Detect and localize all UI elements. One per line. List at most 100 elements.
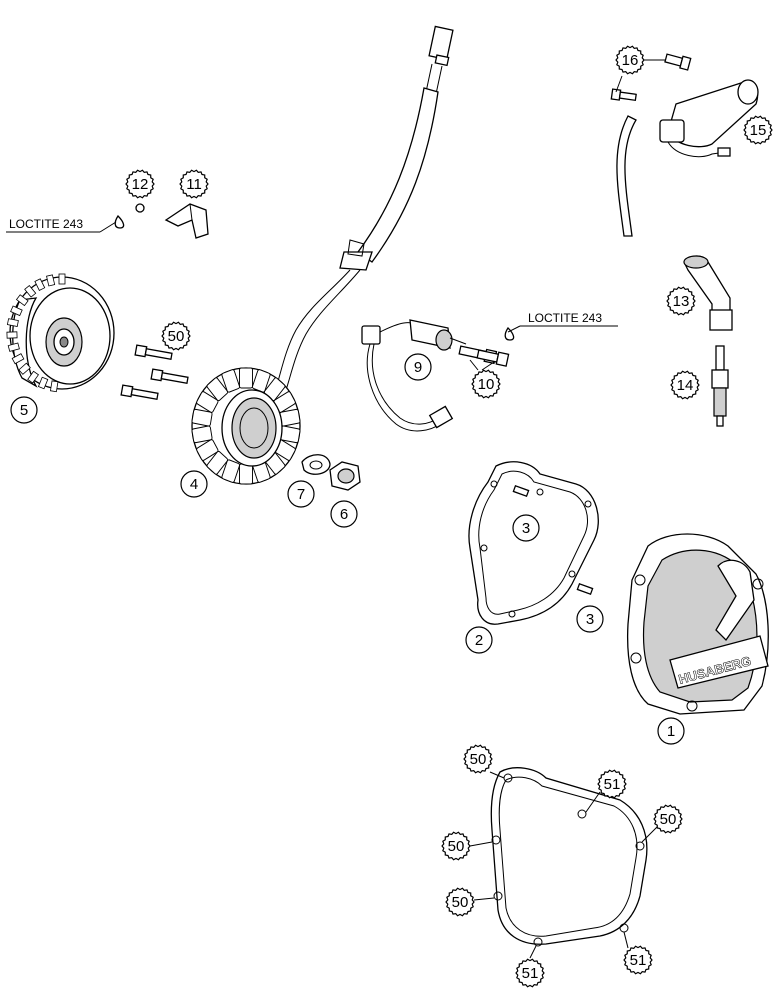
svg-text:51: 51 [522,965,539,982]
ignition-coil [616,79,759,237]
callout-10: 10 [471,369,501,399]
stator-pole [239,367,253,389]
flywheel-tooth [46,274,56,287]
stator-pole [206,450,228,475]
svg-text:50: 50 [452,894,469,911]
callout-51-c: 51 [623,945,653,975]
loctite-drop-2 [504,326,515,341]
flywheel-tooth [6,318,19,327]
callout-11: 11 [179,169,209,199]
stator-cover-gasket [468,461,599,625]
svg-text:9: 9 [414,359,422,376]
stator-pole [191,425,213,444]
flywheel-tooth [6,331,18,339]
svg-text:14: 14 [677,377,694,394]
svg-text:13: 13 [673,293,690,310]
svg-text:7: 7 [297,486,305,503]
callout-3-a: 3 [512,514,540,542]
flywheel-rotor [6,273,115,393]
svg-text:5: 5 [20,402,28,419]
callout-15: 15 [743,115,773,145]
svg-text:15: 15 [750,122,767,139]
callout-2: 2 [465,626,493,654]
lock-washer [301,454,331,475]
svg-text:3: 3 [522,520,530,537]
stator-pole [191,408,213,427]
callout-6: 6 [330,500,358,528]
callout-9: 9 [404,353,432,381]
callout-50-b: 50 [463,744,493,774]
svg-text:4: 4 [190,476,198,493]
stator-pole [221,459,240,483]
callout-50-d: 50 [441,831,471,861]
pickup-sensor-harness [361,319,467,432]
callout-50-e: 50 [445,887,475,917]
flywheel-tooth [34,278,46,291]
callout-51-a: 51 [597,769,627,799]
svg-text:51: 51 [630,952,647,969]
svg-text:50: 50 [448,838,465,855]
svg-text:11: 11 [186,176,202,193]
callout-16: 16 [615,45,645,75]
svg-text:16: 16 [622,52,639,69]
leader-lines [469,59,666,959]
stator-pole [221,369,240,393]
flywheel-nut [329,461,361,491]
flywheel-tooth [27,370,39,384]
stator-cable [273,25,454,397]
clamp-screw [135,203,145,213]
svg-text:6: 6 [340,506,348,523]
spark-plug [711,345,729,427]
dowel-pins [512,484,594,596]
mounting-bolts [120,344,189,400]
flywheel-tooth [58,273,66,285]
stator-pole [239,463,253,485]
loctite-note-1: LOCTITE 243 [9,217,83,231]
pickup-bolts [458,345,510,367]
flywheel-tooth [10,305,23,317]
spark-plug-cap [683,255,733,331]
flywheel-tooth [15,294,29,307]
flywheel-tooth [24,284,37,298]
stator [191,367,301,485]
svg-text:50: 50 [470,751,487,768]
callout-51-b: 51 [515,958,545,988]
loctite-leader-2b [507,325,521,333]
callout-5: 5 [10,396,38,424]
svg-text:10: 10 [478,376,495,393]
callout-14: 14 [670,370,700,400]
flywheel-tooth [37,376,49,390]
svg-text:2: 2 [475,632,483,649]
flywheel-tooth [18,362,31,375]
loctite-drop-1 [114,214,125,229]
svg-text:50: 50 [168,328,185,345]
svg-text:12: 12 [132,176,149,193]
callout-12: 12 [125,169,155,199]
flywheel-tooth [49,380,59,393]
loctite-note-2: LOCTITE 243 [528,311,602,325]
stator-pole [206,377,228,402]
flywheel-tooth [11,353,25,365]
stator-pole [196,391,219,413]
callout-50-a: 50 [161,321,191,351]
callout-4: 4 [180,470,208,498]
flywheel-tooth [7,342,20,352]
coil-screws [610,53,692,102]
callout-7: 7 [287,480,315,508]
callouts: 16 15 12 11 13 14 5 50 [10,45,773,988]
cable-clamp-bracket [164,203,209,239]
ignition-cover: HUSABERG [626,533,769,715]
svg-text:1: 1 [667,723,675,740]
svg-text:3: 3 [586,611,594,628]
callout-13: 13 [666,286,696,316]
svg-text:50: 50 [660,811,677,828]
svg-text:51: 51 [604,776,621,793]
stator-pole [196,439,219,461]
callout-1: 1 [657,717,685,745]
callout-50-c: 50 [653,804,683,834]
stator-pole [279,408,301,427]
outer-cover-gasket [490,767,648,947]
loctite-leader-1b [99,221,117,233]
callout-3-b: 3 [576,605,604,633]
